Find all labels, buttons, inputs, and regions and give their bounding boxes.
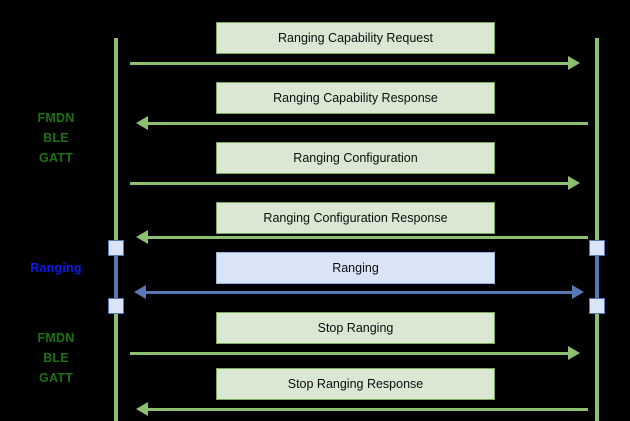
arrow-line-ranging-capability-request xyxy=(130,62,570,65)
arrow-line-stop-ranging-response xyxy=(148,408,588,411)
arrow-head-left-icon xyxy=(136,230,148,244)
message-box-stop-ranging: Stop Ranging xyxy=(216,312,495,344)
activation-bar-right xyxy=(595,248,599,306)
arrow-line-ranging-configuration-response xyxy=(148,236,588,239)
arrow-line-ranging-capability-response xyxy=(148,122,588,125)
activation-node-right-top xyxy=(589,240,605,256)
phase-label-ranging: Ranging xyxy=(30,261,82,275)
arrow-head-right-icon xyxy=(572,285,584,299)
arrow-line-stop-ranging xyxy=(130,352,570,355)
left-lifeline xyxy=(114,38,118,421)
phase-label-fmdn-ble-gatt-top: FMDN BLE GATT xyxy=(37,111,75,165)
message-box-ranging-configuration: Ranging Configuration xyxy=(216,142,495,174)
message-box-ranging-capability-request: Ranging Capability Request xyxy=(216,22,495,54)
right-lifeline xyxy=(595,38,599,421)
message-box-ranging: Ranging xyxy=(216,252,495,284)
activation-node-right-bottom xyxy=(589,298,605,314)
message-box-ranging-configuration-response: Ranging Configuration Response xyxy=(216,202,495,234)
arrow-head-right-icon xyxy=(568,346,580,360)
arrow-head-left-icon xyxy=(134,285,146,299)
activation-node-left-bottom xyxy=(108,298,124,314)
arrow-line-ranging xyxy=(146,291,572,294)
arrow-head-left-icon xyxy=(136,402,148,416)
arrow-line-ranging-configuration xyxy=(130,182,570,185)
message-box-ranging-capability-response: Ranging Capability Response xyxy=(216,82,495,114)
activation-node-left-top xyxy=(108,240,124,256)
phase-label-fmdn-ble-gatt-bottom: FMDN BLE GATT xyxy=(37,331,75,385)
message-box-stop-ranging-response: Stop Ranging Response xyxy=(216,368,495,400)
arrow-head-right-icon xyxy=(568,56,580,70)
activation-bar-left xyxy=(114,248,118,306)
arrow-head-right-icon xyxy=(568,176,580,190)
arrow-head-left-icon xyxy=(136,116,148,130)
